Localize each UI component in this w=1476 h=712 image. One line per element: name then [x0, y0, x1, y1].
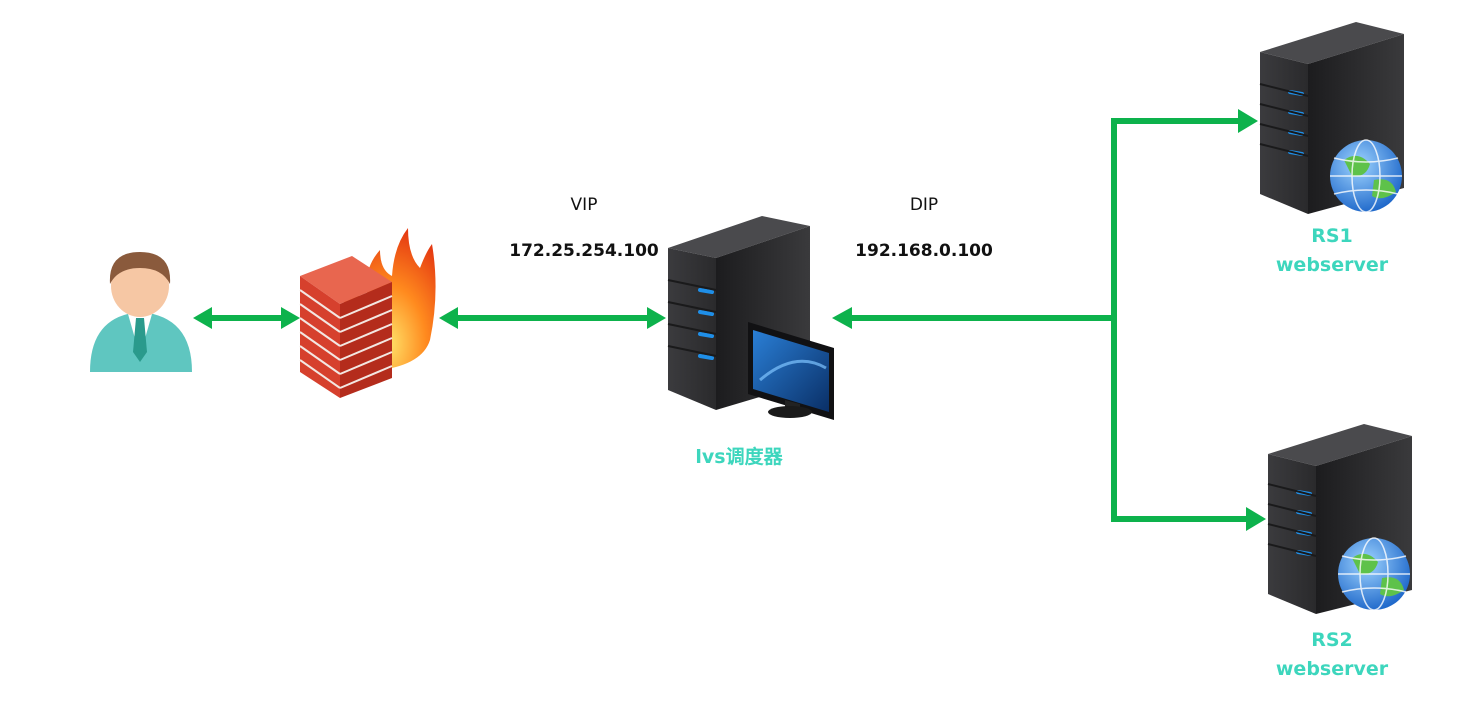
- rs2-label: RS2 webserver: [1276, 626, 1388, 684]
- arrowhead-to-user: [193, 307, 212, 329]
- arrowhead-to-rs2: [1246, 507, 1266, 531]
- vip-title: VIP: [570, 195, 598, 215]
- user-icon: [90, 252, 192, 372]
- firewall-icon: [299, 228, 436, 398]
- rs2-name: RS2: [1311, 629, 1353, 651]
- vip-address: 172.25.254.100: [509, 241, 659, 261]
- lvs-node-label: lvs调度器: [695, 446, 783, 468]
- arrowhead-dip-to-lvs: [832, 307, 852, 329]
- arrowhead-fw-left: [439, 307, 458, 329]
- web-server-globe-icon: [1259, 22, 1404, 214]
- rs1-role: webserver: [1275, 254, 1389, 276]
- link-backbone-rs: [1111, 118, 1248, 522]
- arrowheads: [193, 109, 1266, 531]
- dip-title: DIP: [909, 195, 939, 215]
- arrowhead-to-lvs: [647, 307, 666, 329]
- rs2-role: webserver: [1275, 658, 1389, 680]
- web-server-globe-icon: [1267, 424, 1412, 614]
- arrowhead-to-rs1: [1238, 109, 1258, 133]
- connection-lines: [208, 118, 1248, 522]
- server-with-monitor-icon: [667, 216, 834, 420]
- rs1-label: RS1 webserver: [1276, 222, 1388, 280]
- dip-address: 192.168.0.100: [855, 241, 993, 261]
- rs1-name: RS1: [1311, 225, 1353, 247]
- arrowhead-to-firewall: [281, 307, 300, 329]
